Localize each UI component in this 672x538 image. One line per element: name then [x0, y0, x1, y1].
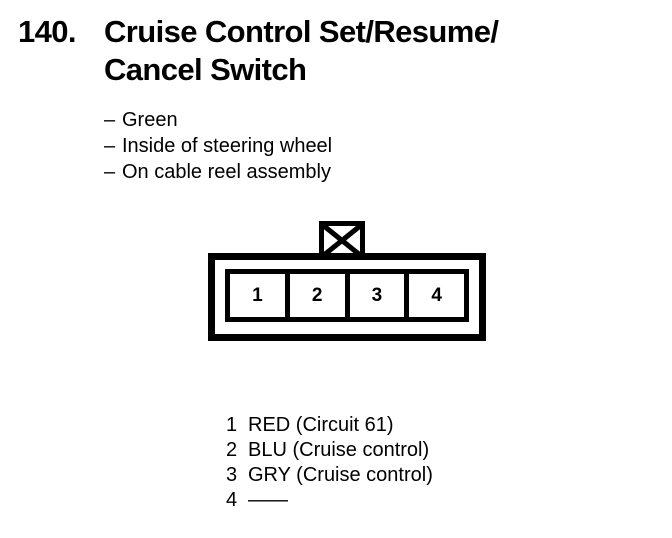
list-item-label: Green: [122, 109, 178, 131]
legend-row: 3 GRY (Cruise control): [226, 463, 433, 488]
pin-cavity-4: 4: [409, 274, 464, 317]
legend-pin-number: 4: [226, 489, 238, 511]
legend-pin-description: GRY (Cruise control): [248, 464, 433, 486]
legend-row: 2 BLU (Cruise control): [226, 438, 433, 463]
pin-number-label: 4: [431, 285, 442, 306]
page-title-text-line-1: Cruise Control Set/Resume/: [104, 14, 499, 49]
connector-housing: 1 2 3 4: [208, 253, 486, 341]
pin-number-label: 2: [311, 285, 323, 306]
pin-row: 1 2 3 4: [225, 269, 469, 322]
dash-icon: –: [104, 161, 116, 183]
pin-legend: 1 RED (Circuit 61) 2 BLU (Cruise control…: [226, 413, 433, 513]
legend-pin-description: BLU (Cruise control): [248, 439, 430, 461]
x-latch-icon: [319, 221, 365, 257]
legend-pin-number: 3: [226, 464, 238, 486]
legend-pin-description: ——: [248, 489, 288, 511]
pin-cavity-3: 3: [349, 274, 410, 317]
connector-diagram: 1 2 3 4: [208, 221, 486, 341]
dash-icon: –: [104, 135, 116, 157]
list-item-label: On cable reel assembly: [122, 161, 331, 183]
legend-pin-description: RED (Circuit 61): [248, 414, 394, 436]
dash-icon: –: [104, 109, 116, 131]
page-title-line-1: 140. Cruise Control Set/Resume/: [18, 13, 664, 51]
list-item: – Green: [104, 107, 332, 133]
legend-row: 4 ——: [226, 488, 433, 513]
list-item-label: Inside of steering wheel: [122, 135, 333, 157]
pin-cavity-1: 1: [230, 274, 290, 317]
pin-number-label: 1: [252, 285, 263, 306]
pin-cavity-2: 2: [289, 274, 350, 317]
list-item: – On cable reel assembly: [104, 159, 332, 185]
page-title-line-2: Cancel Switch: [104, 52, 307, 87]
attribute-list: – Green – Inside of steering wheel – On …: [104, 107, 332, 185]
item-number: 140.: [18, 14, 77, 49]
legend-pin-number: 2: [226, 439, 238, 461]
legend-row: 1 RED (Circuit 61): [226, 413, 433, 438]
pin-number-label: 3: [371, 285, 383, 306]
legend-pin-number: 1: [226, 414, 238, 436]
list-item: – Inside of steering wheel: [104, 133, 332, 159]
page-title: 140. Cruise Control Set/Resume/ Cancel Sw…: [18, 13, 664, 89]
